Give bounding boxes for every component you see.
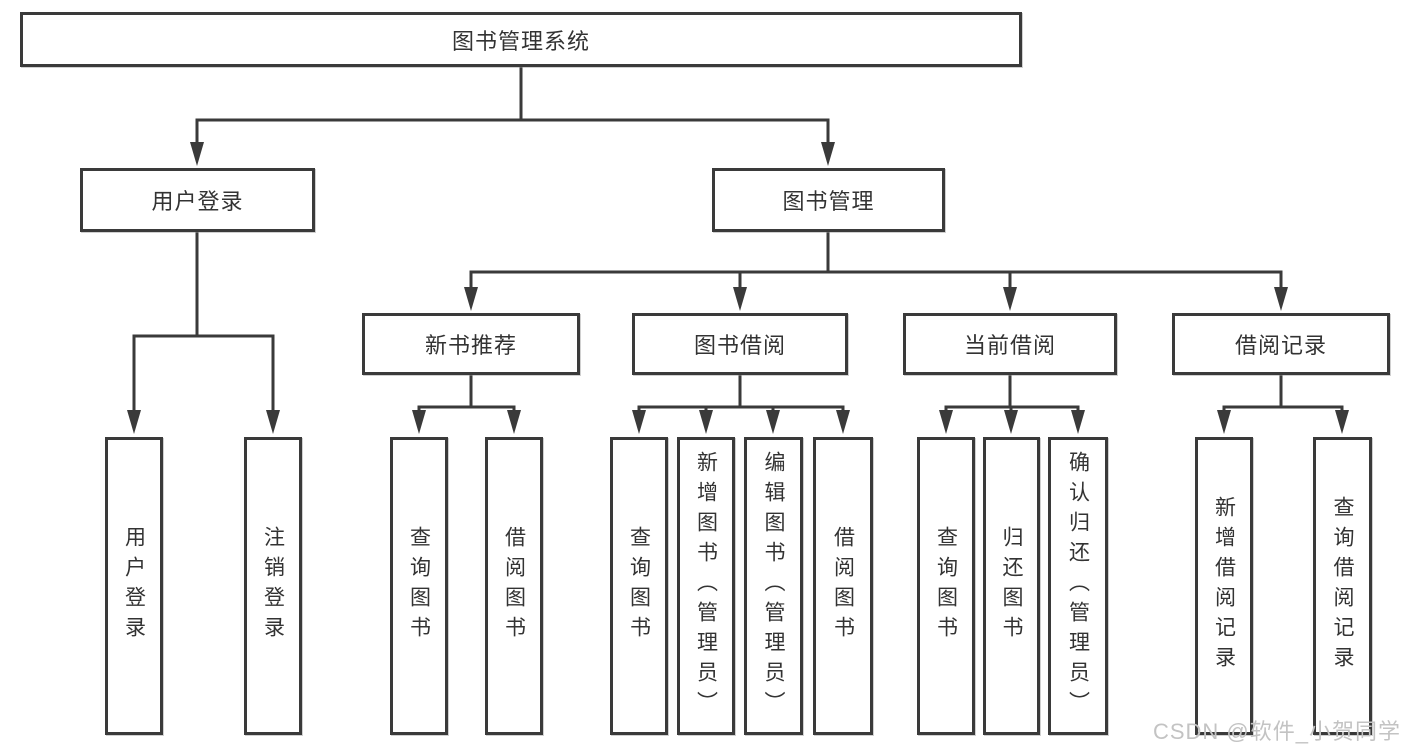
node-label: 图书借阅 (693, 333, 786, 358)
leaf-query-books-current: 查询图书 (917, 437, 975, 735)
leaf-borrow-books: 借阅图书 (813, 437, 873, 735)
leaf-query-books-borrow: 查询图书 (610, 437, 668, 735)
node-book-management: 图书管理 (712, 168, 945, 232)
leaf-label: 查询借阅记录 (1331, 496, 1354, 676)
leaf-label: 查询图书 (407, 526, 431, 646)
node-label: 当前借阅 (963, 333, 1056, 358)
leaf-query-borrow-record: 查询借阅记录 (1313, 437, 1372, 735)
node-label: 新书推荐 (424, 333, 517, 358)
node-borrow-records: 借阅记录 (1172, 313, 1390, 375)
leaf-add-borrow-record: 新增借阅记录 (1195, 437, 1253, 735)
leaf-label: 用户登录 (122, 526, 146, 646)
node-user-login: 用户登录 (80, 168, 315, 232)
leaf-label: 编辑图书（管理员） (762, 451, 785, 721)
csdn-watermark: CSDN @软件_小贺同学 (1152, 719, 1401, 744)
node-label: 用户登录 (151, 189, 244, 214)
node-current-borrow: 当前借阅 (903, 313, 1117, 375)
leaf-label: 注销登录 (261, 526, 285, 646)
leaf-label: 查询图书 (934, 526, 958, 646)
leaf-confirm-return-admin: 确认归还（管理员） (1048, 437, 1108, 735)
node-book-borrow: 图书借阅 (632, 313, 848, 375)
leaf-query-books-recommend: 查询图书 (390, 437, 448, 735)
leaf-label: 新增借阅记录 (1212, 496, 1236, 676)
leaf-borrow-books-recommend: 借阅图书 (485, 437, 543, 735)
leaf-label: 借阅图书 (502, 526, 526, 646)
leaf-add-book-admin: 新增图书（管理员） (677, 437, 735, 735)
leaf-label: 归还图书 (1000, 526, 1023, 646)
leaf-label: 新增图书（管理员） (694, 451, 718, 721)
leaf-edit-book-admin: 编辑图书（管理员） (744, 437, 803, 735)
node-label: 图书管理 (782, 189, 875, 214)
node-new-book-recommend: 新书推荐 (362, 313, 580, 375)
leaf-user-login: 用户登录 (105, 437, 163, 735)
leaf-logout: 注销登录 (244, 437, 302, 735)
leaf-label: 确认归还（管理员） (1066, 451, 1090, 721)
node-label: 借阅记录 (1234, 333, 1327, 358)
leaf-label: 查询图书 (627, 526, 651, 646)
leaf-return-book: 归还图书 (983, 437, 1040, 735)
leaf-label: 借阅图书 (831, 526, 855, 646)
node-label: 图书管理系统 (451, 28, 590, 54)
node-library-management-system: 图书管理系统 (20, 12, 1022, 67)
